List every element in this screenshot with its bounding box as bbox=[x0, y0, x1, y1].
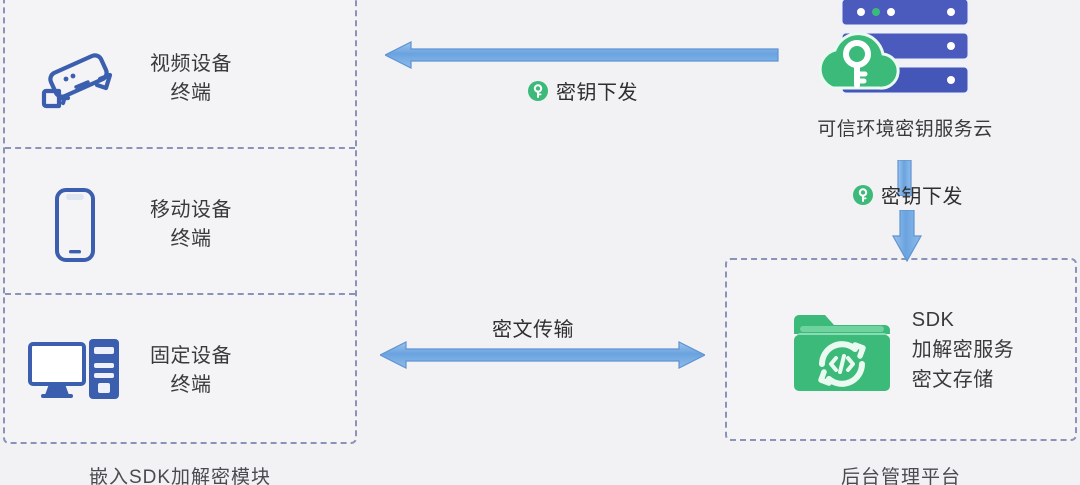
cctv-camera-icon bbox=[0, 46, 150, 112]
sdk-service-item[interactable]: SDK 加解密服务 密文存储 bbox=[725, 258, 1077, 441]
label-key-distribution-horizontal-text: 密钥下发 bbox=[556, 82, 638, 104]
arrow-key-distribution-vertical-lower bbox=[890, 209, 924, 267]
arrow-key-distribution-horizontal bbox=[383, 40, 780, 75]
label-key-distribution-vertical: 密钥下发 bbox=[852, 180, 963, 209]
label-key-distribution-vertical-text: 密钥下发 bbox=[881, 186, 963, 208]
key-badge-icon bbox=[528, 80, 548, 101]
label-ciphertext-transfer: 密文传输 bbox=[492, 313, 574, 342]
sdk-service-label: SDK 加解密服务 密文存储 bbox=[911, 308, 1015, 391]
backend-platform-caption: 后台管理平台 bbox=[840, 467, 961, 485]
terminal-label-desktop: 固定设备 终端 bbox=[150, 344, 232, 396]
cloud-key-service-node[interactable]: 可信环境密钥服务云 bbox=[805, 0, 1005, 141]
mobile-phone-icon bbox=[0, 185, 150, 265]
key-badge-icon bbox=[853, 184, 873, 205]
label-ciphertext-transfer-text: 密文传输 bbox=[492, 319, 574, 341]
terminal-divider-2 bbox=[5, 293, 355, 295]
cloud-node-caption: 可信环境密钥服务云 bbox=[817, 119, 993, 140]
terminal-divider-1 bbox=[5, 147, 355, 149]
server-rack-cloud-key-icon bbox=[805, 0, 1005, 108]
terminal-group-caption: 嵌入SDK加解密模块 bbox=[88, 467, 272, 485]
terminal-item-mobile[interactable]: 移动设备 终端 bbox=[0, 152, 1080, 297]
terminal-label-mobile: 移动设备 终端 bbox=[150, 198, 232, 250]
terminal-label-video: 视频设备 终端 bbox=[150, 52, 232, 104]
desktop-computer-icon bbox=[0, 335, 150, 407]
terminal-item-desktop[interactable]: 固定设备 终端 bbox=[0, 298, 1080, 443]
arrow-ciphertext-transfer bbox=[378, 340, 707, 375]
terminal-item-video[interactable]: 视频设备 终端 bbox=[0, 6, 1080, 151]
label-key-distribution-horizontal: 密钥下发 bbox=[527, 76, 638, 105]
green-folder-code-sync-icon bbox=[788, 298, 896, 401]
backend-platform-panel bbox=[725, 258, 1077, 441]
arrow-key-distribution-vertical-upper bbox=[894, 159, 916, 201]
